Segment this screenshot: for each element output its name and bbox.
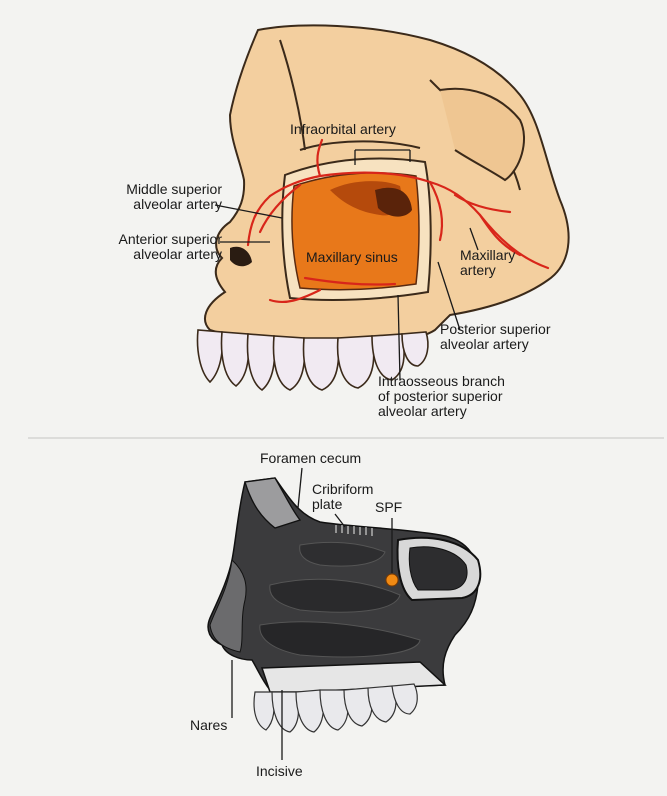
label-foramen-cecum: Foramen cecum (260, 451, 361, 466)
label-nares: Nares (190, 718, 227, 733)
label-cribriform-plate: Cribriform plate (312, 482, 373, 512)
label-spf: SPF (375, 500, 402, 515)
label-incisive: Incisive (256, 764, 303, 779)
